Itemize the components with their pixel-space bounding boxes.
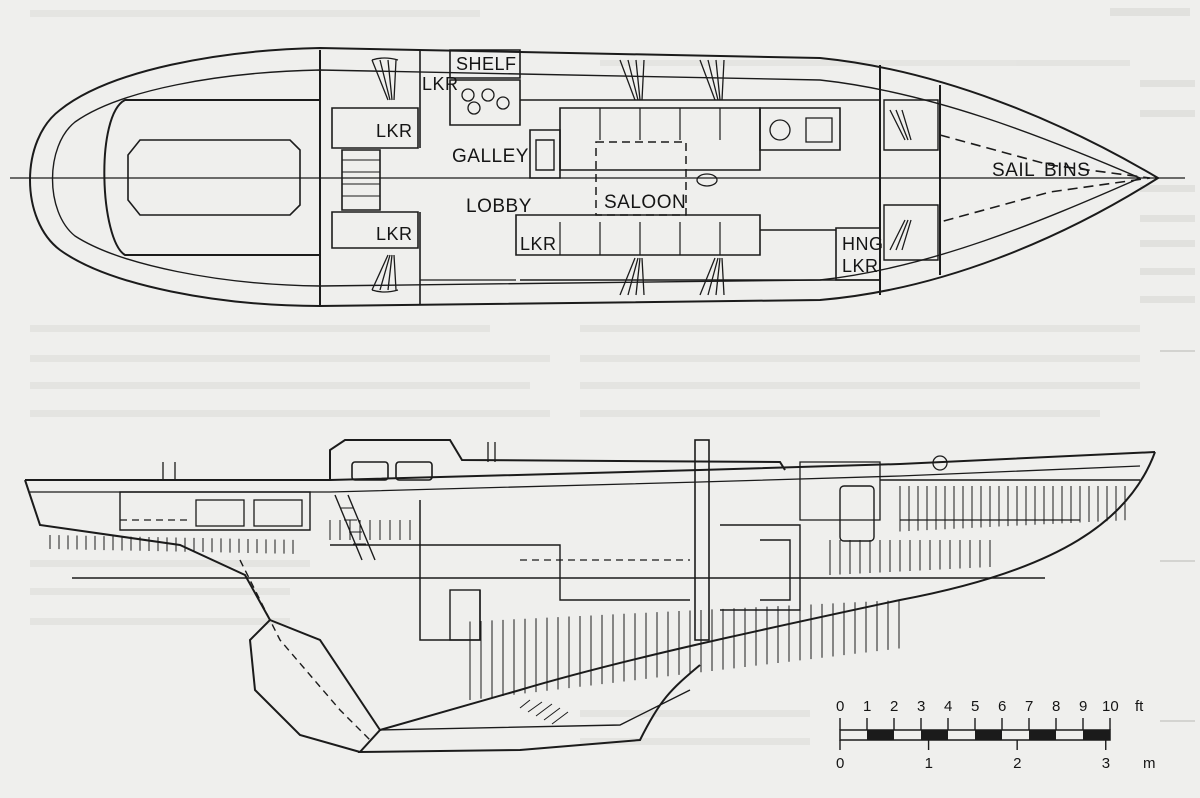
scale-segment bbox=[975, 730, 1002, 740]
scale-ft-label: 9 bbox=[1079, 698, 1087, 715]
curtain-symbols bbox=[371, 57, 912, 296]
scale-ft-label: 7 bbox=[1025, 698, 1033, 715]
cabin-trunk bbox=[329, 439, 786, 480]
label-bins: BINS bbox=[1044, 160, 1090, 181]
scale-segment bbox=[921, 730, 948, 740]
profile-keel bbox=[269, 619, 701, 754]
scale-ft-unit: ft bbox=[1135, 698, 1144, 715]
scale-ft-label: 5 bbox=[971, 698, 979, 715]
planking-hatch bbox=[49, 486, 1126, 700]
label-saloon: SALOON bbox=[604, 192, 686, 213]
plan-hull-outline bbox=[29, 46, 1160, 308]
scale-ft-label: 4 bbox=[944, 698, 952, 715]
scale-segment bbox=[1029, 730, 1056, 740]
label-lobby: LOBBY bbox=[466, 196, 532, 217]
scale-ft-label: 8 bbox=[1052, 698, 1060, 715]
scale-bar: 0 1 2 3 4 5 6 7 8 9 10 ft 0 1 2 3 m bbox=[836, 698, 1156, 772]
scale-ft-label: 6 bbox=[998, 698, 1006, 715]
profile-sheer bbox=[25, 451, 1156, 481]
label-hanging: HNG bbox=[842, 234, 884, 254]
scale-segment bbox=[867, 730, 894, 740]
scale-ft-label: 2 bbox=[890, 698, 898, 715]
scale-ft-label: 3 bbox=[917, 698, 925, 715]
scale-ft-label: 0 bbox=[836, 698, 844, 715]
profile-hull-bottom bbox=[379, 451, 1156, 731]
label-locker-top: LKR bbox=[422, 74, 459, 94]
sail-bin-outline bbox=[939, 134, 1151, 223]
deck-plan: SHELF LKR LKR LKR LKR GALLEY LOBBY SALOO… bbox=[10, 46, 1185, 308]
profile-section bbox=[24, 439, 1156, 754]
label-locker-saloon: LKR bbox=[520, 234, 557, 254]
scale-m-label: 2 bbox=[1013, 755, 1021, 772]
label-locker-forward-upper: LKR bbox=[376, 121, 413, 141]
scale-m-label: 3 bbox=[1102, 755, 1110, 772]
plan-deck-line bbox=[51, 69, 1142, 287]
scale-ft-label: 1 bbox=[863, 698, 871, 715]
cockpit-seat bbox=[127, 139, 301, 216]
bleed-through-texture bbox=[30, 8, 1195, 745]
mast bbox=[694, 439, 710, 641]
label-locker-forward-lower: LKR bbox=[376, 224, 413, 244]
label-galley: GALLEY bbox=[452, 146, 529, 167]
cockpit-well bbox=[103, 99, 321, 256]
scale-m-label: 1 bbox=[925, 755, 933, 772]
profile-rudder bbox=[24, 479, 361, 753]
scale-ft-label: 10 bbox=[1102, 698, 1119, 715]
label-hanging-locker: LKR bbox=[842, 256, 879, 276]
label-sail: SAIL bbox=[992, 160, 1035, 181]
scale-segment bbox=[1083, 730, 1110, 740]
scale-m-label: 0 bbox=[836, 755, 844, 772]
label-shelf: SHELF bbox=[456, 54, 517, 74]
scale-m-unit: m bbox=[1143, 755, 1156, 772]
